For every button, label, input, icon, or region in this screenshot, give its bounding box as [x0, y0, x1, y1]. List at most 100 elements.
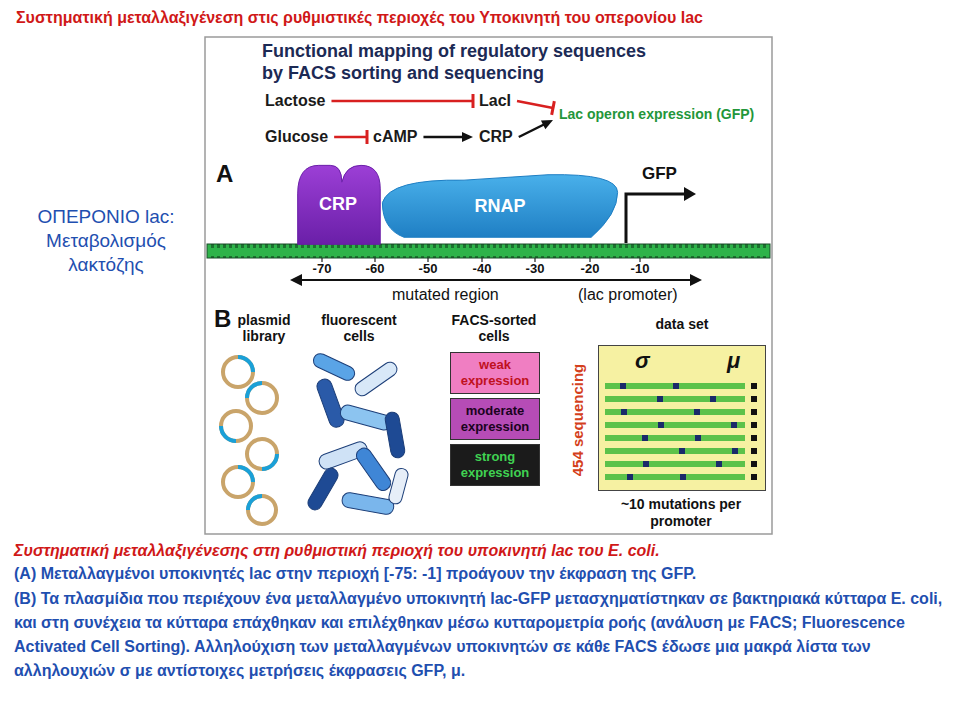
protein-name: RNAP	[474, 196, 525, 217]
inhibition-bar	[366, 130, 369, 144]
mutation-mark	[679, 448, 685, 454]
mutation-mark	[731, 422, 737, 428]
mutation-mark	[657, 396, 663, 402]
connector-line	[519, 124, 545, 137]
panel-letter: A	[216, 160, 233, 188]
mutation-mark	[695, 435, 701, 441]
expression-mark	[751, 461, 757, 467]
position-number: -70	[305, 261, 339, 276]
position-number: -50	[411, 261, 445, 276]
sequence-row	[605, 474, 745, 480]
mutation-mark	[621, 409, 627, 415]
mutation-mark	[658, 422, 664, 428]
caption-paragraph: (B) Τα πλασμίδια που περιέχουν ένα μεταλ…	[14, 587, 950, 683]
inhibition-connector	[334, 130, 367, 144]
panel-letter: B	[214, 305, 231, 333]
arrowhead	[541, 120, 553, 129]
inhibition-connector	[517, 101, 554, 115]
step-label: plasmid library	[226, 312, 302, 344]
inhibition-bar	[552, 101, 555, 115]
network-term: Glucose	[262, 126, 331, 148]
plasmid-library-drawing	[221, 357, 277, 524]
sorted-bin-box: strong expression	[450, 444, 540, 486]
sequence-row	[605, 396, 745, 402]
connector-line	[517, 101, 553, 108]
mutation-mark	[643, 461, 649, 467]
position-number: -30	[518, 261, 552, 276]
term-text: CRP	[479, 127, 513, 147]
network-term: Lac operon expression (GFP)	[556, 103, 757, 125]
mutation-mark	[620, 383, 626, 389]
expression-mark	[751, 396, 757, 402]
fluorescent-cells-drawing	[305, 351, 409, 515]
column-header: σ	[635, 348, 650, 374]
position-number: -20	[573, 261, 607, 276]
term-text: Lactose	[265, 91, 325, 111]
expression-mark	[751, 422, 757, 428]
expression-mark	[751, 474, 757, 480]
network-term: LacI	[476, 90, 514, 112]
dna-strip	[207, 244, 770, 258]
protein-name: CRP	[319, 194, 357, 215]
arrowhead	[290, 274, 302, 286]
inhibition-bar	[472, 94, 475, 108]
transcription-start-arrow	[626, 194, 686, 243]
term-text: Lac operon expression (GFP)	[559, 104, 754, 124]
position-number: -40	[465, 261, 499, 276]
sequencing-label: 454 sequencing	[568, 355, 588, 485]
figure-caption: Συστηματική μεταλλαξιγένεσης στη ρυθμιστ…	[14, 540, 950, 562]
network-term: cAMP	[370, 126, 420, 148]
mutations-note: ~10 mutations per promoter	[596, 496, 766, 530]
side-label: ΟΠΕΡΟΝΙΟ lac: Μεταβολισμός λακτόζης	[12, 205, 200, 277]
bin-text: strong expression	[455, 449, 535, 481]
expression-mark	[751, 383, 757, 389]
arrowhead	[684, 187, 696, 201]
bin-text: weak expression	[455, 357, 535, 389]
network-term: CRP	[476, 126, 516, 148]
connector-line	[423, 136, 464, 139]
sequence-row	[605, 422, 745, 428]
sequence-row	[605, 383, 745, 389]
sequence-row	[605, 448, 745, 454]
protein-shape: CRP	[290, 162, 386, 246]
mutation-mark	[627, 474, 633, 480]
connector-line	[334, 136, 367, 139]
activation-connector	[423, 132, 473, 142]
protein-body	[382, 175, 617, 238]
dna-sequence-texture	[209, 244, 768, 258]
sequence-row	[605, 435, 745, 441]
term-text: cAMP	[373, 127, 417, 147]
mutation-mark	[716, 461, 722, 467]
slide-title: Συστηματική μεταλλαξιγένεση στις ρυθμιστ…	[16, 8, 948, 28]
gfp-label: GFP	[642, 164, 677, 184]
mutation-mark	[680, 474, 686, 480]
region-arrow	[300, 279, 692, 281]
connector-line	[331, 100, 473, 103]
position-number: -10	[623, 261, 657, 276]
protein-body	[298, 165, 381, 244]
mutation-mark	[694, 409, 700, 415]
expression-mark	[751, 448, 757, 454]
mutation-mark	[710, 396, 716, 402]
protein-shape: RNAP	[380, 172, 620, 240]
activation-connector	[519, 120, 553, 137]
caption-paragraph: (A) Μεταλλαγμένοι υποκινητές lac στην πε…	[14, 563, 950, 585]
sorted-bin-box: moderate expression	[450, 398, 540, 440]
expression-mark	[751, 409, 757, 415]
network-term: Lactose	[262, 90, 328, 112]
figure-heading: Functional mapping of regulatory sequenc…	[262, 40, 662, 84]
column-header: μ	[727, 348, 740, 374]
arrowhead	[690, 274, 702, 286]
term-text: Glucose	[265, 127, 328, 147]
step-label: FACS-sorted cells	[444, 312, 544, 344]
mutation-mark	[642, 435, 648, 441]
mutation-mark	[673, 383, 679, 389]
step-label: fluorescent cells	[316, 312, 402, 344]
sequence-row	[605, 461, 745, 467]
bin-text: moderate expression	[455, 403, 535, 435]
figure-frame	[205, 37, 772, 534]
panel-heading: data set	[599, 316, 765, 332]
sequence-row	[605, 409, 745, 415]
inhibition-connector	[331, 94, 473, 108]
